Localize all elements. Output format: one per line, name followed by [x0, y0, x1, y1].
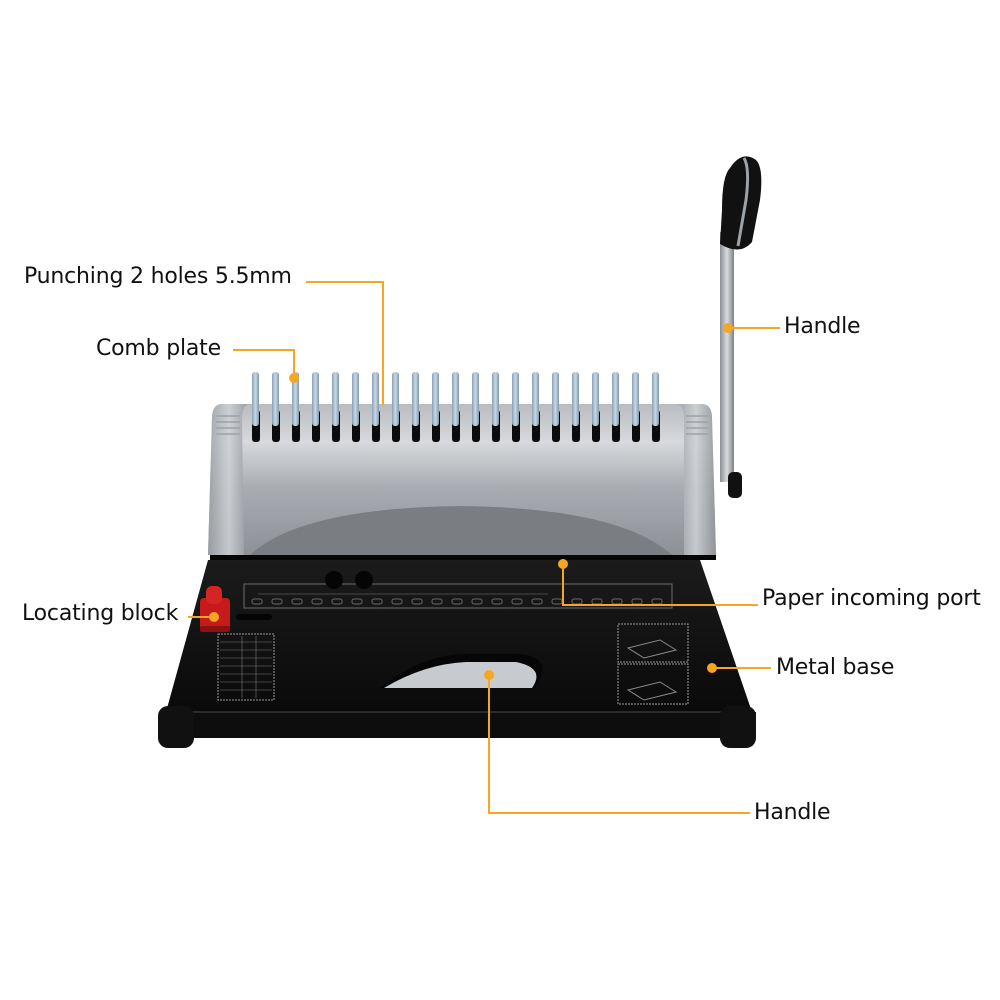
callout-metal-base-label: Metal base [776, 655, 895, 680]
lever-handle [720, 156, 762, 498]
housing [208, 404, 716, 560]
callout-comb-plate-label: Comb plate [96, 336, 221, 361]
callout-handle-lever-label: Handle [784, 314, 861, 339]
callout-punching-label: Punching 2 holes 5.5mm [24, 264, 292, 289]
callout-paper-port-label: Paper incoming port [762, 586, 981, 611]
leader-lines [188, 281, 780, 814]
metal-base-plate [158, 560, 756, 748]
leader-dots [209, 323, 733, 680]
callout-locating-block-label: Locating block [22, 601, 179, 626]
comb-plate-teeth [252, 372, 659, 426]
base-handle-cutout [380, 654, 543, 688]
callout-handle-base-label: Handle [754, 800, 831, 825]
